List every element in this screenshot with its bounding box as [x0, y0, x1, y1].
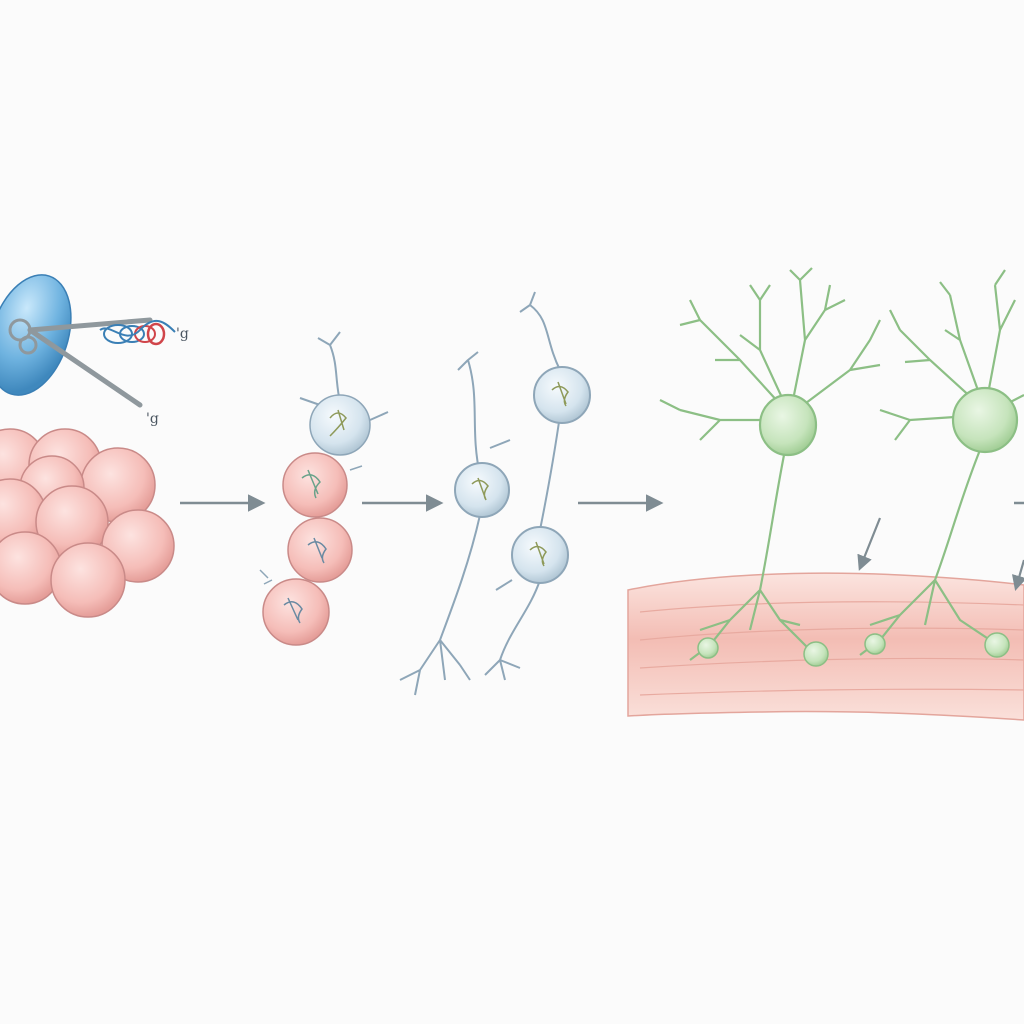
synaptic-terminals — [697, 632, 1010, 667]
innervation-arrow — [857, 517, 882, 571]
synaptic-bouton — [697, 637, 719, 659]
mature-neuron-group — [659, 267, 1024, 661]
dendrite-tree — [659, 267, 881, 441]
chromatin-mark — [471, 477, 489, 501]
progenitor-process — [489, 439, 513, 591]
synaptic-bouton — [864, 633, 886, 655]
progenitor-process — [399, 351, 481, 696]
transitioning-cell-chain — [259, 331, 389, 646]
axon — [689, 449, 811, 661]
tool-label-bottom: 'g — [146, 411, 159, 427]
pluripotent-cell — [50, 542, 126, 618]
pluripotent-cell-cluster — [0, 428, 175, 618]
chromatin-mark — [529, 541, 547, 567]
innervation-arrows — [857, 517, 1024, 591]
gene-editing-tool: 'g 'g — [0, 274, 189, 427]
dna-strand-icon — [99, 319, 176, 346]
chromatin-mark — [551, 381, 569, 407]
tool-label-top: 'g — [176, 326, 189, 342]
scissors-icon — [8, 317, 153, 408]
chromatin-mark — [301, 469, 321, 499]
dendrite-tree — [879, 269, 1024, 441]
synaptic-bouton — [803, 641, 829, 667]
neuron-soma — [758, 393, 818, 457]
chromatin-mark — [329, 409, 347, 437]
transitioning-cell — [287, 517, 353, 583]
chromatin-mark — [283, 597, 303, 624]
synaptic-bouton — [984, 632, 1010, 658]
innervation-arrow — [1011, 559, 1024, 591]
axon — [859, 449, 991, 656]
chromatin-mark — [307, 537, 327, 564]
cell-process — [259, 465, 363, 585]
transitioning-cell — [262, 578, 330, 646]
neural-progenitor-group — [399, 291, 591, 696]
progenitor-process — [484, 291, 561, 681]
neuron-soma — [951, 386, 1019, 454]
tissue-fiber — [639, 601, 1024, 696]
progenitor-process — [299, 331, 389, 421]
